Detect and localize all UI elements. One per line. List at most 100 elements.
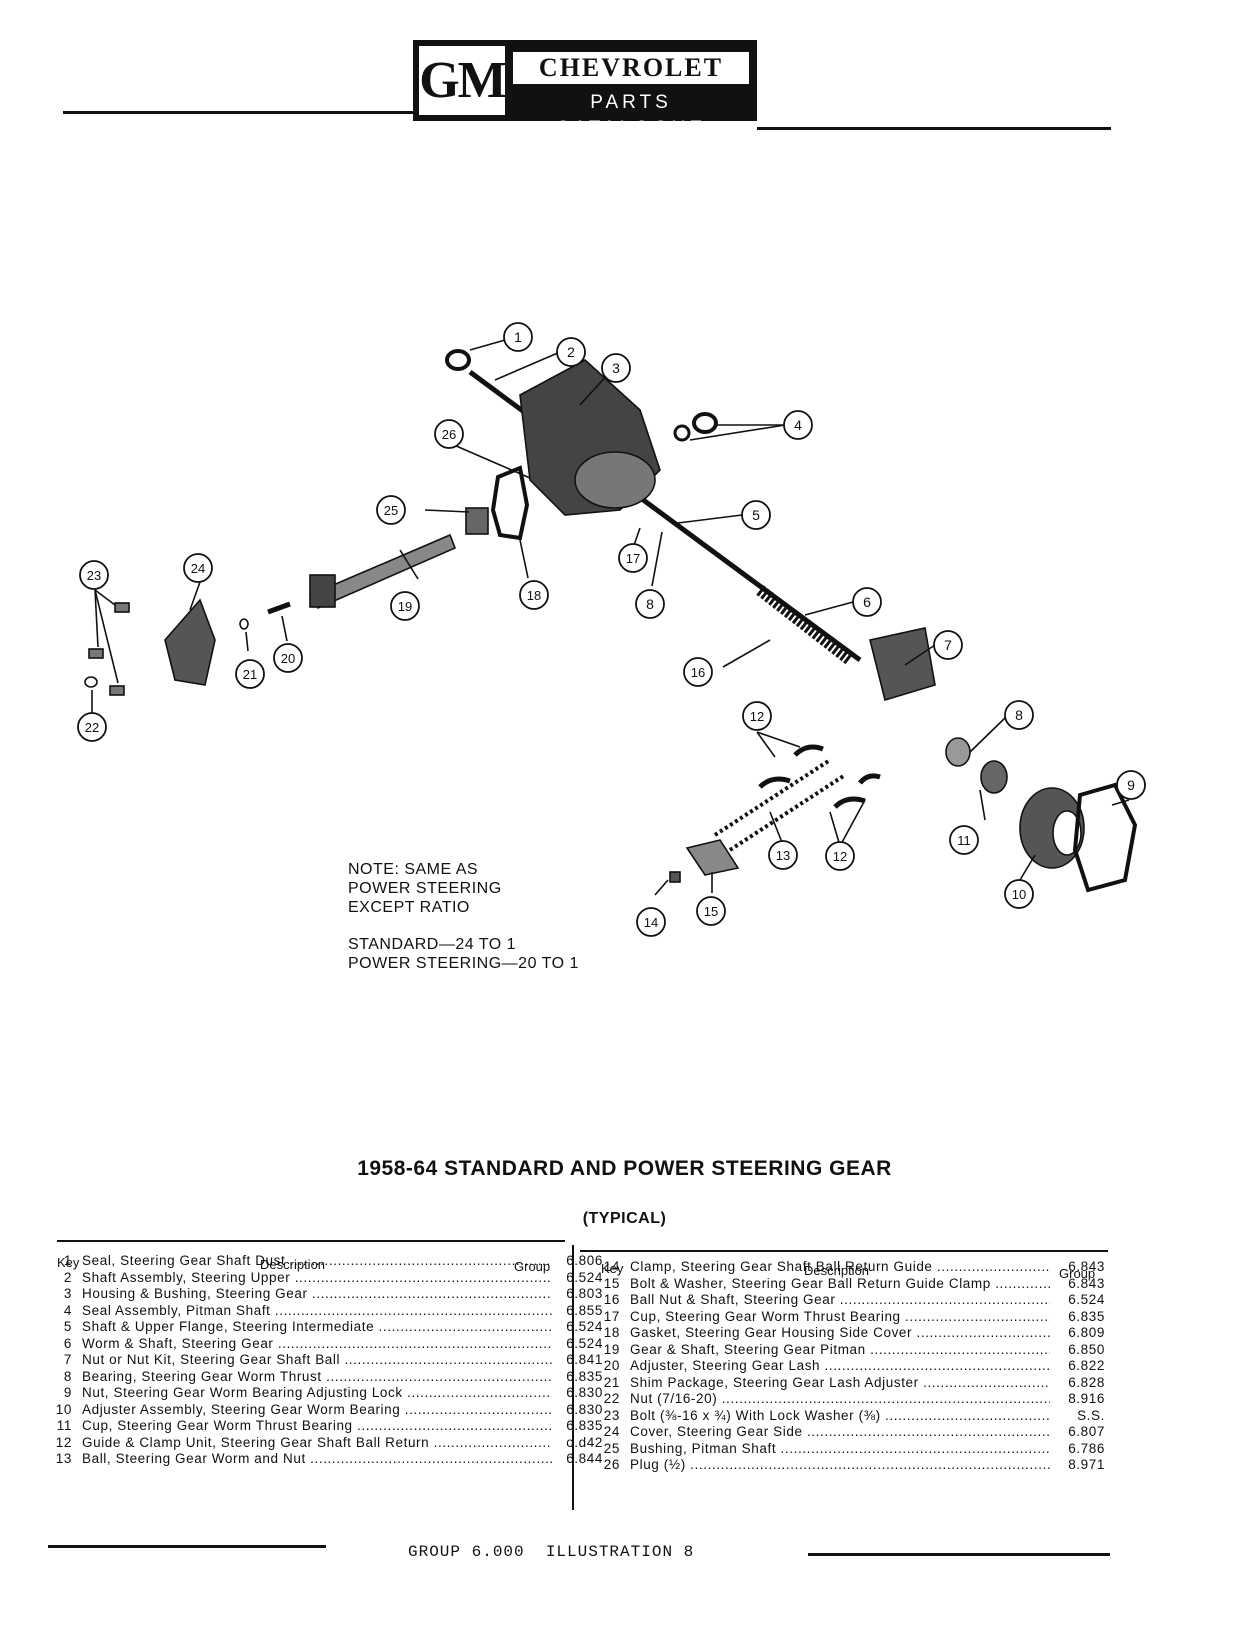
left-header-key: Key bbox=[57, 1255, 80, 1270]
part-description: Ball Nut & Shaft, Steering Gear bbox=[630, 1291, 1050, 1308]
catalogue-label: PARTS CATALOGUE bbox=[555, 92, 707, 139]
part-key: 13 bbox=[55, 1451, 72, 1466]
part-description: Shaft & Upper Flange, Steering Intermedi… bbox=[82, 1318, 552, 1335]
part-key: 3 bbox=[63, 1286, 72, 1301]
part-group-number: 6.803 bbox=[566, 1286, 603, 1301]
callout-4: 4 bbox=[783, 410, 813, 440]
parts-table-row: 3 Housing & Bushing, Steering Gear 6.803 bbox=[50, 1285, 603, 1302]
note-ratio-standard: STANDARD—24 TO 1 bbox=[348, 936, 517, 953]
part-key: 26 bbox=[603, 1457, 620, 1472]
note-line-3: EXCEPT RATIO bbox=[348, 899, 470, 916]
part-group-number: 6.844 bbox=[566, 1451, 603, 1466]
part-description: Housing & Bushing, Steering Gear bbox=[82, 1285, 552, 1302]
callout-number: 8 bbox=[646, 596, 654, 612]
gm-chevrolet-logo: GM CHEVROLET PARTS CATALOGUE bbox=[413, 40, 757, 139]
part-key: 11 bbox=[56, 1418, 72, 1433]
callout-6: 6 bbox=[852, 587, 882, 617]
part-description: Nut (7/16-20) bbox=[630, 1390, 1050, 1407]
part-group-number: 6.835 bbox=[566, 1418, 603, 1433]
callout-12: 12 bbox=[825, 841, 855, 871]
part-description: Cup, Steering Gear Worm Thrust Bearing bbox=[630, 1308, 1050, 1325]
part-description: Bearing, Steering Gear Worm Thrust bbox=[82, 1368, 552, 1385]
part-group-number: 6.786 bbox=[1068, 1440, 1105, 1456]
part-key: 15 bbox=[603, 1275, 620, 1291]
callout-number: 1 bbox=[514, 329, 522, 345]
callout-25: 25 bbox=[376, 495, 406, 525]
part-description: Adjuster, Steering Gear Lash bbox=[630, 1357, 1050, 1374]
note-line-1: NOTE: SAME AS bbox=[348, 861, 479, 878]
part-description: Gasket, Steering Gear Housing Side Cover bbox=[630, 1324, 1050, 1341]
callout-12: 12 bbox=[742, 701, 772, 731]
part-group-number: 6.830 bbox=[566, 1401, 603, 1417]
part-description: Shaft Assembly, Steering Upper bbox=[82, 1269, 552, 1286]
part-group-number: 6.830 bbox=[566, 1385, 603, 1400]
callout-number: 2 bbox=[567, 344, 575, 360]
callout-number: 21 bbox=[243, 667, 257, 682]
table-column-divider bbox=[572, 1245, 574, 1510]
callout-number: 10 bbox=[1012, 887, 1026, 902]
callout-19: 19 bbox=[390, 591, 420, 621]
brand-name: CHEVROLET bbox=[513, 52, 749, 84]
callout-8: 8 bbox=[635, 589, 665, 619]
part-key: 25 bbox=[603, 1440, 620, 1456]
callout-10: 10 bbox=[1004, 879, 1034, 909]
callout-number: 6 bbox=[863, 594, 871, 610]
exploded-parts-diagram: 1234567889101112121314151617181920212223… bbox=[77, 322, 1146, 937]
callout-number: 7 bbox=[944, 637, 952, 653]
callout-21: 21 bbox=[235, 659, 265, 689]
part-key: 23 bbox=[603, 1407, 620, 1423]
callout-number: 13 bbox=[776, 848, 790, 863]
part-description: Nut or Nut Kit, Steering Gear Shaft Ball bbox=[82, 1351, 552, 1368]
part-group-number: 6.835 bbox=[1068, 1308, 1105, 1324]
callout-9: 9 bbox=[1116, 770, 1146, 800]
part-description: Worm & Shaft, Steering Gear bbox=[82, 1335, 552, 1352]
part-group-number: o.d42 bbox=[566, 1434, 603, 1450]
part-group-number: 6.822 bbox=[1068, 1358, 1105, 1373]
part-group-number: 6.835 bbox=[566, 1368, 603, 1384]
note-ratio-power: POWER STEERING—20 TO 1 bbox=[348, 955, 579, 972]
part-group-number: S.S. bbox=[1077, 1407, 1105, 1423]
table-top-rule-left bbox=[57, 1240, 565, 1242]
footer-illustration-label: GROUP 6.000 ILLUSTRATION 8 bbox=[408, 1543, 695, 1561]
part-key: 2 bbox=[63, 1269, 72, 1285]
part-key: 10 bbox=[55, 1401, 72, 1417]
callout-number: 25 bbox=[384, 503, 398, 518]
part-description: Cover, Steering Gear Side bbox=[630, 1423, 1050, 1440]
callout-number: 24 bbox=[191, 561, 205, 576]
callout-number: 8 bbox=[1015, 707, 1023, 723]
callout-11: 11 bbox=[949, 825, 979, 855]
part-description: Gear & Shaft, Steering Gear Pitman bbox=[630, 1341, 1050, 1358]
callout-20: 20 bbox=[273, 643, 303, 673]
callout-7: 7 bbox=[933, 630, 963, 660]
part-description: Adjuster Assembly, Steering Gear Worm Be… bbox=[82, 1401, 552, 1418]
parts-table-row: 13 Ball, Steering Gear Worm and Nut 6.844 bbox=[50, 1450, 603, 1467]
part-description: Ball, Steering Gear Worm and Nut bbox=[82, 1450, 552, 1467]
footer-rule-left bbox=[48, 1545, 326, 1548]
part-group-number: 6.809 bbox=[1068, 1325, 1105, 1340]
callout-number: 17 bbox=[626, 551, 640, 566]
callout-number: 15 bbox=[704, 904, 718, 919]
part-key: 8 bbox=[63, 1368, 72, 1384]
part-group-number: 6.850 bbox=[1068, 1341, 1105, 1357]
part-group-number: 6.855 bbox=[566, 1302, 603, 1318]
part-group-number: 6.828 bbox=[1068, 1374, 1105, 1390]
callout-number: 14 bbox=[644, 915, 658, 930]
callout-13: 13 bbox=[768, 840, 798, 870]
part-group-number: 8.916 bbox=[1068, 1391, 1105, 1406]
part-key: 4 bbox=[63, 1302, 72, 1318]
header-rule-right bbox=[757, 127, 1111, 130]
